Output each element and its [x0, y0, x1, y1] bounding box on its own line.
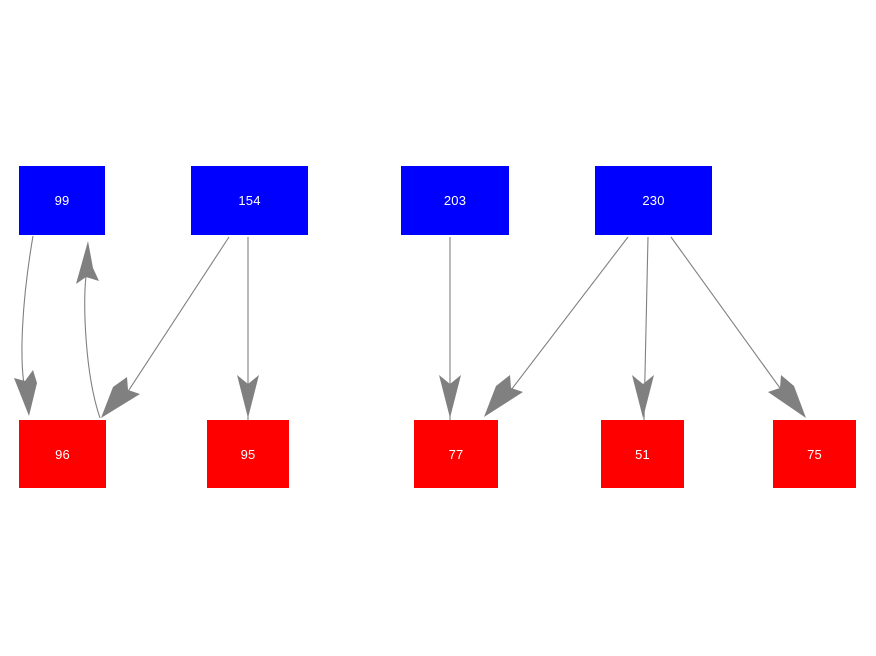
- edge-230-to-77[interactable]: [484, 236, 629, 417]
- node-label: 77: [448, 446, 464, 462]
- edge-99-to-96[interactable]: [14, 235, 37, 416]
- edge-154-to-95[interactable]: [237, 237, 259, 420]
- node-95[interactable]: 95: [207, 420, 289, 488]
- node-label: 96: [55, 446, 70, 462]
- node-96[interactable]: 96: [19, 420, 106, 488]
- edge-154-to-96[interactable]: [101, 236, 230, 418]
- edge-96-to-99[interactable]: [76, 241, 101, 419]
- node-label: 230: [642, 193, 665, 208]
- node-154[interactable]: 154: [191, 166, 308, 235]
- edge-203-to-77[interactable]: [439, 237, 461, 420]
- node-230[interactable]: 230: [595, 166, 712, 235]
- edge-230-to-51[interactable]: [632, 236, 654, 421]
- node-99[interactable]: 99: [19, 166, 105, 235]
- node-75[interactable]: 75: [773, 420, 856, 488]
- node-label: 95: [240, 446, 256, 462]
- edge-230-to-75[interactable]: [670, 236, 806, 418]
- node-label: 51: [635, 446, 650, 462]
- node-label: 99: [54, 193, 70, 208]
- node-label: 203: [443, 193, 467, 208]
- node-203[interactable]: 203: [401, 166, 509, 235]
- node-51[interactable]: 51: [601, 420, 684, 488]
- node-label: 75: [807, 446, 822, 462]
- node-77[interactable]: 77: [414, 420, 498, 488]
- node-label: 154: [238, 193, 261, 208]
